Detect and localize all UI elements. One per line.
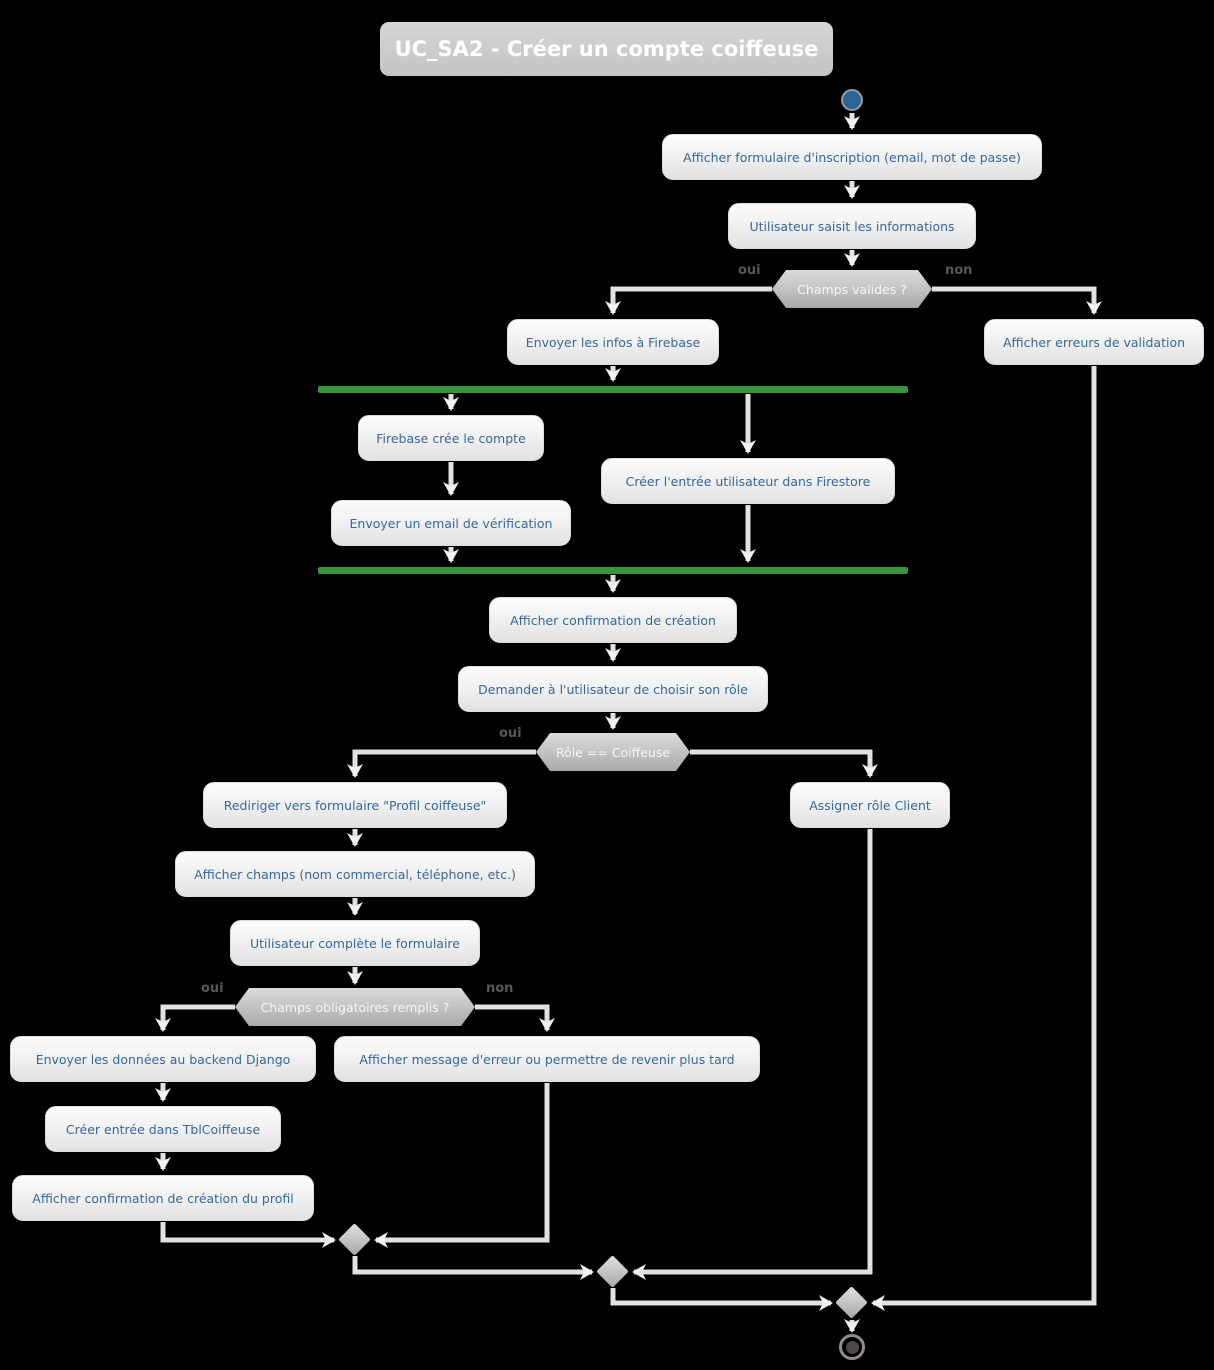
edge-label-non: non <box>945 263 973 278</box>
join-bar <box>318 567 908 574</box>
activity-afficher-erreurs-validation: Afficher erreurs de validation <box>984 319 1204 365</box>
activity-afficher-confirmation-profil: Afficher confirmation de création du pro… <box>12 1175 314 1221</box>
activity-creer-entree-tblcoiffeuse: Créer entrée dans TblCoiffeuse <box>45 1106 281 1152</box>
activity-utilisateur-saisit-informations: Utilisateur saisit les informations <box>728 203 976 249</box>
edge-label-oui: oui <box>499 726 522 741</box>
activity-demander-choisir-role: Demander à l'utilisateur de choisir son … <box>458 666 768 712</box>
activity-utilisateur-complete-formulaire: Utilisateur complète le formulaire <box>230 920 480 966</box>
edge-label-oui: oui <box>201 981 224 996</box>
edge-label-oui: oui <box>738 263 761 278</box>
activity-rediriger-profil-coiffeuse: Rediriger vers formulaire "Profil coiffe… <box>203 782 507 828</box>
edge-label-non: non <box>486 981 514 996</box>
diagram-title: UC_SA2 - Créer un compte coiffeuse <box>380 22 833 76</box>
decision-role-coiffeuse: Rôle == Coiffeuse <box>536 733 690 771</box>
decision-champs-valides: Champs valides ? <box>772 270 932 308</box>
activity-afficher-confirmation-creation: Afficher confirmation de création <box>489 597 737 643</box>
activity-afficher-formulaire-inscription: Afficher formulaire d'inscription (email… <box>662 134 1042 180</box>
activity-envoyer-email-verification: Envoyer un email de vérification <box>331 500 571 546</box>
activity-assigner-role-client: Assigner rôle Client <box>790 782 950 828</box>
fork-bar <box>318 386 908 393</box>
activity-envoyer-donnees-backend-django: Envoyer les données au backend Django <box>10 1036 316 1082</box>
activity-afficher-champs: Afficher champs (nom commercial, télépho… <box>175 851 535 897</box>
activity-afficher-message-erreur: Afficher message d'erreur ou permettre d… <box>334 1036 760 1082</box>
end-node <box>839 1334 865 1360</box>
start-node <box>841 89 863 111</box>
activity-envoyer-infos-firebase: Envoyer les infos à Firebase <box>507 319 719 365</box>
activity-creer-entree-firestore: Créer l'entrée utilisateur dans Firestor… <box>601 458 895 504</box>
activity-firebase-cree-compte: Firebase crée le compte <box>358 415 544 461</box>
decision-champs-obligatoires-remplis: Champs obligatoires remplis ? <box>235 988 475 1026</box>
